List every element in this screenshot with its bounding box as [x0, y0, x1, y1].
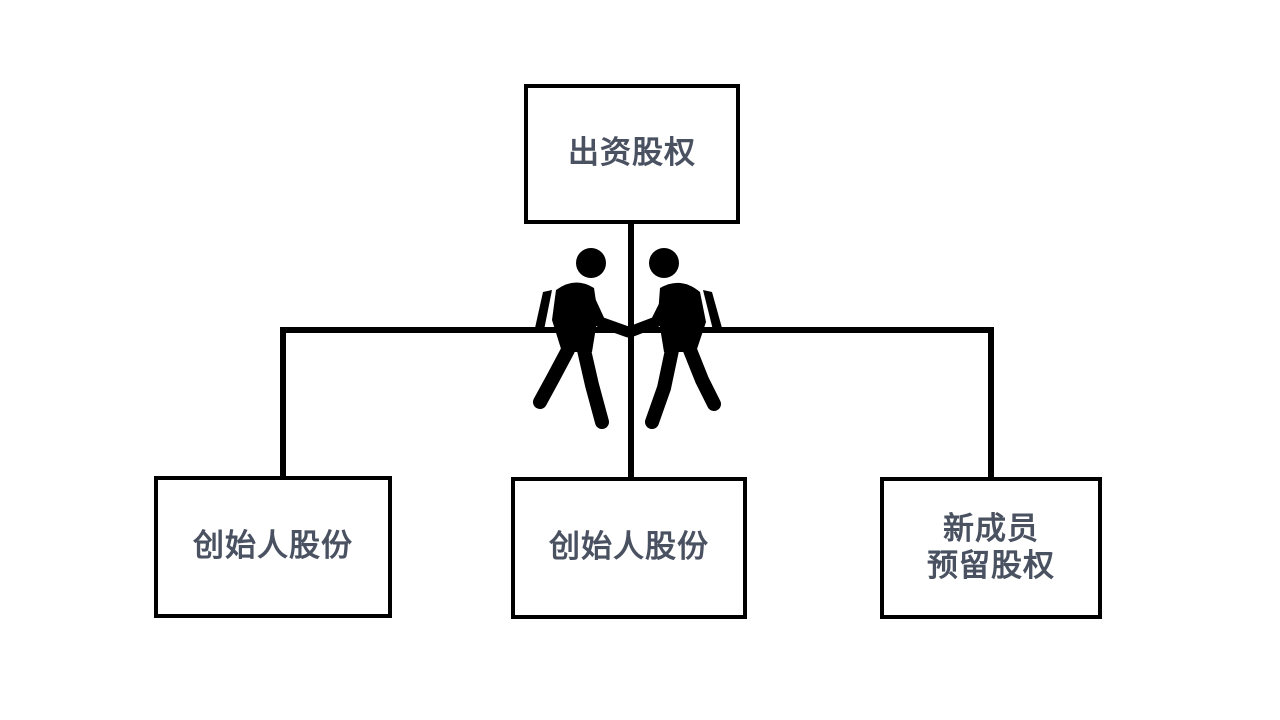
- top-box-label: 出资股权: [568, 135, 696, 172]
- middle-box-label: 创始人股份: [549, 529, 709, 566]
- right-box-label-line1: 新成员: [943, 510, 1039, 547]
- right-box-label-line2: 预留股权: [927, 548, 1055, 584]
- left-box-founder-shares: 创始人股份: [154, 476, 392, 618]
- left-box-label: 创始人股份: [193, 528, 353, 565]
- top-box-equity-investment: 出资股权: [524, 84, 740, 224]
- middle-box-founder-shares: 创始人股份: [511, 477, 747, 619]
- right-box-reserved-equity: 新成员 预留股权: [880, 477, 1102, 619]
